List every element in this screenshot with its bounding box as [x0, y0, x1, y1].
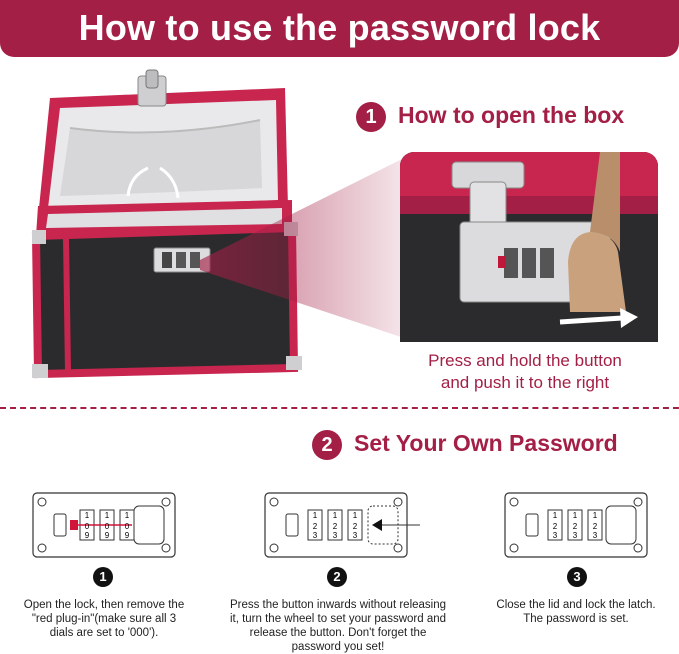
instruction-2-line-3: release the button. Don't forget the — [249, 627, 427, 639]
instruction-1-line-1: Open the lock, then remove the — [23, 599, 185, 611]
dial-3-bottom: 9 — [125, 531, 130, 540]
caption-line-1: Press and hold the button — [428, 351, 622, 370]
step-1-caption: Press and hold the button and push it to… — [400, 350, 650, 394]
dial-2-top: 1 — [105, 511, 110, 520]
dial-3-top: 1 — [125, 511, 130, 520]
dial-e-top: 1 — [573, 511, 578, 520]
instruction-3-badge: 3 — [567, 567, 587, 587]
instruction-1-badge: 1 — [93, 567, 113, 587]
lock-closeup — [400, 152, 658, 342]
dial-f-bottom: 3 — [593, 531, 598, 540]
zoom-beam — [200, 155, 410, 340]
instruction-2-line-2: it, turn the wheel to set your password … — [229, 613, 447, 625]
instruction-1-line-3: dials are set to '000'). — [49, 627, 159, 639]
step-1-badge: 1 — [356, 102, 386, 132]
instruction-3-line-1: Close the lid and lock the latch. — [496, 599, 656, 611]
dial-1-top: 1 — [85, 511, 90, 520]
instruction-1-line-2: "red plug-in"(make sure all 3 — [31, 613, 177, 625]
dial-a-top: 1 — [313, 511, 318, 520]
dial-c-mid: 2 — [353, 522, 358, 531]
instruction-3-text: Close the lid and lock the latch. The pa… — [478, 598, 674, 626]
instruction-3-line-2: The password is set. — [523, 613, 629, 625]
dial-f-top: 1 — [593, 511, 598, 520]
dial-d-top: 1 — [553, 511, 558, 520]
dial-a-mid: 2 — [313, 522, 318, 531]
dial-c-top: 1 — [353, 511, 358, 520]
dial-1-bottom: 9 — [85, 531, 90, 540]
dial-e-bottom: 3 — [573, 531, 578, 540]
page-title: How to use the password lock — [78, 7, 601, 48]
dial-c-bottom: 3 — [353, 531, 358, 540]
dial-b-mid: 2 — [333, 522, 338, 531]
dial-b-bottom: 3 — [333, 531, 338, 540]
dial-d-mid: 2 — [553, 522, 558, 531]
dial-1-mid: 0 — [85, 522, 90, 531]
dial-3-mid: 0 — [125, 522, 130, 531]
step-2-badge: 2 — [312, 430, 342, 460]
instruction-2-text: Press the button inwards without releasi… — [210, 598, 466, 654]
dial-d-bottom: 3 — [553, 531, 558, 540]
instruction-2-line-1: Press the button inwards without releasi… — [229, 599, 447, 611]
header-banner: How to use the password lock — [0, 0, 679, 57]
section-divider — [0, 407, 679, 409]
instruction-2-line-4: password you set! — [291, 641, 385, 653]
dial-b-top: 1 — [333, 511, 338, 520]
lock-diagram-3: 1 2 3 1 2 3 1 2 3 — [504, 492, 648, 558]
caption-line-2: and push it to the right — [440, 373, 610, 392]
dial-a-bottom: 3 — [313, 531, 318, 540]
instruction-2-badge: 2 — [327, 567, 347, 587]
dial-f-mid: 2 — [593, 522, 598, 531]
step-1-title: How to open the box — [398, 102, 625, 128]
lock-diagram-1: 1 0 9 1 0 9 1 0 9 — [32, 492, 176, 558]
dial-2-bottom: 9 — [105, 531, 110, 540]
instruction-1-text: Open the lock, then remove the "red plug… — [6, 598, 202, 640]
lock-diagram-2: 1 2 3 1 2 3 1 2 3 — [264, 492, 420, 558]
dial-2-mid: 0 — [105, 522, 110, 531]
dial-e-mid: 2 — [573, 522, 578, 531]
step-2-title: Set Your Own Password — [354, 430, 618, 456]
